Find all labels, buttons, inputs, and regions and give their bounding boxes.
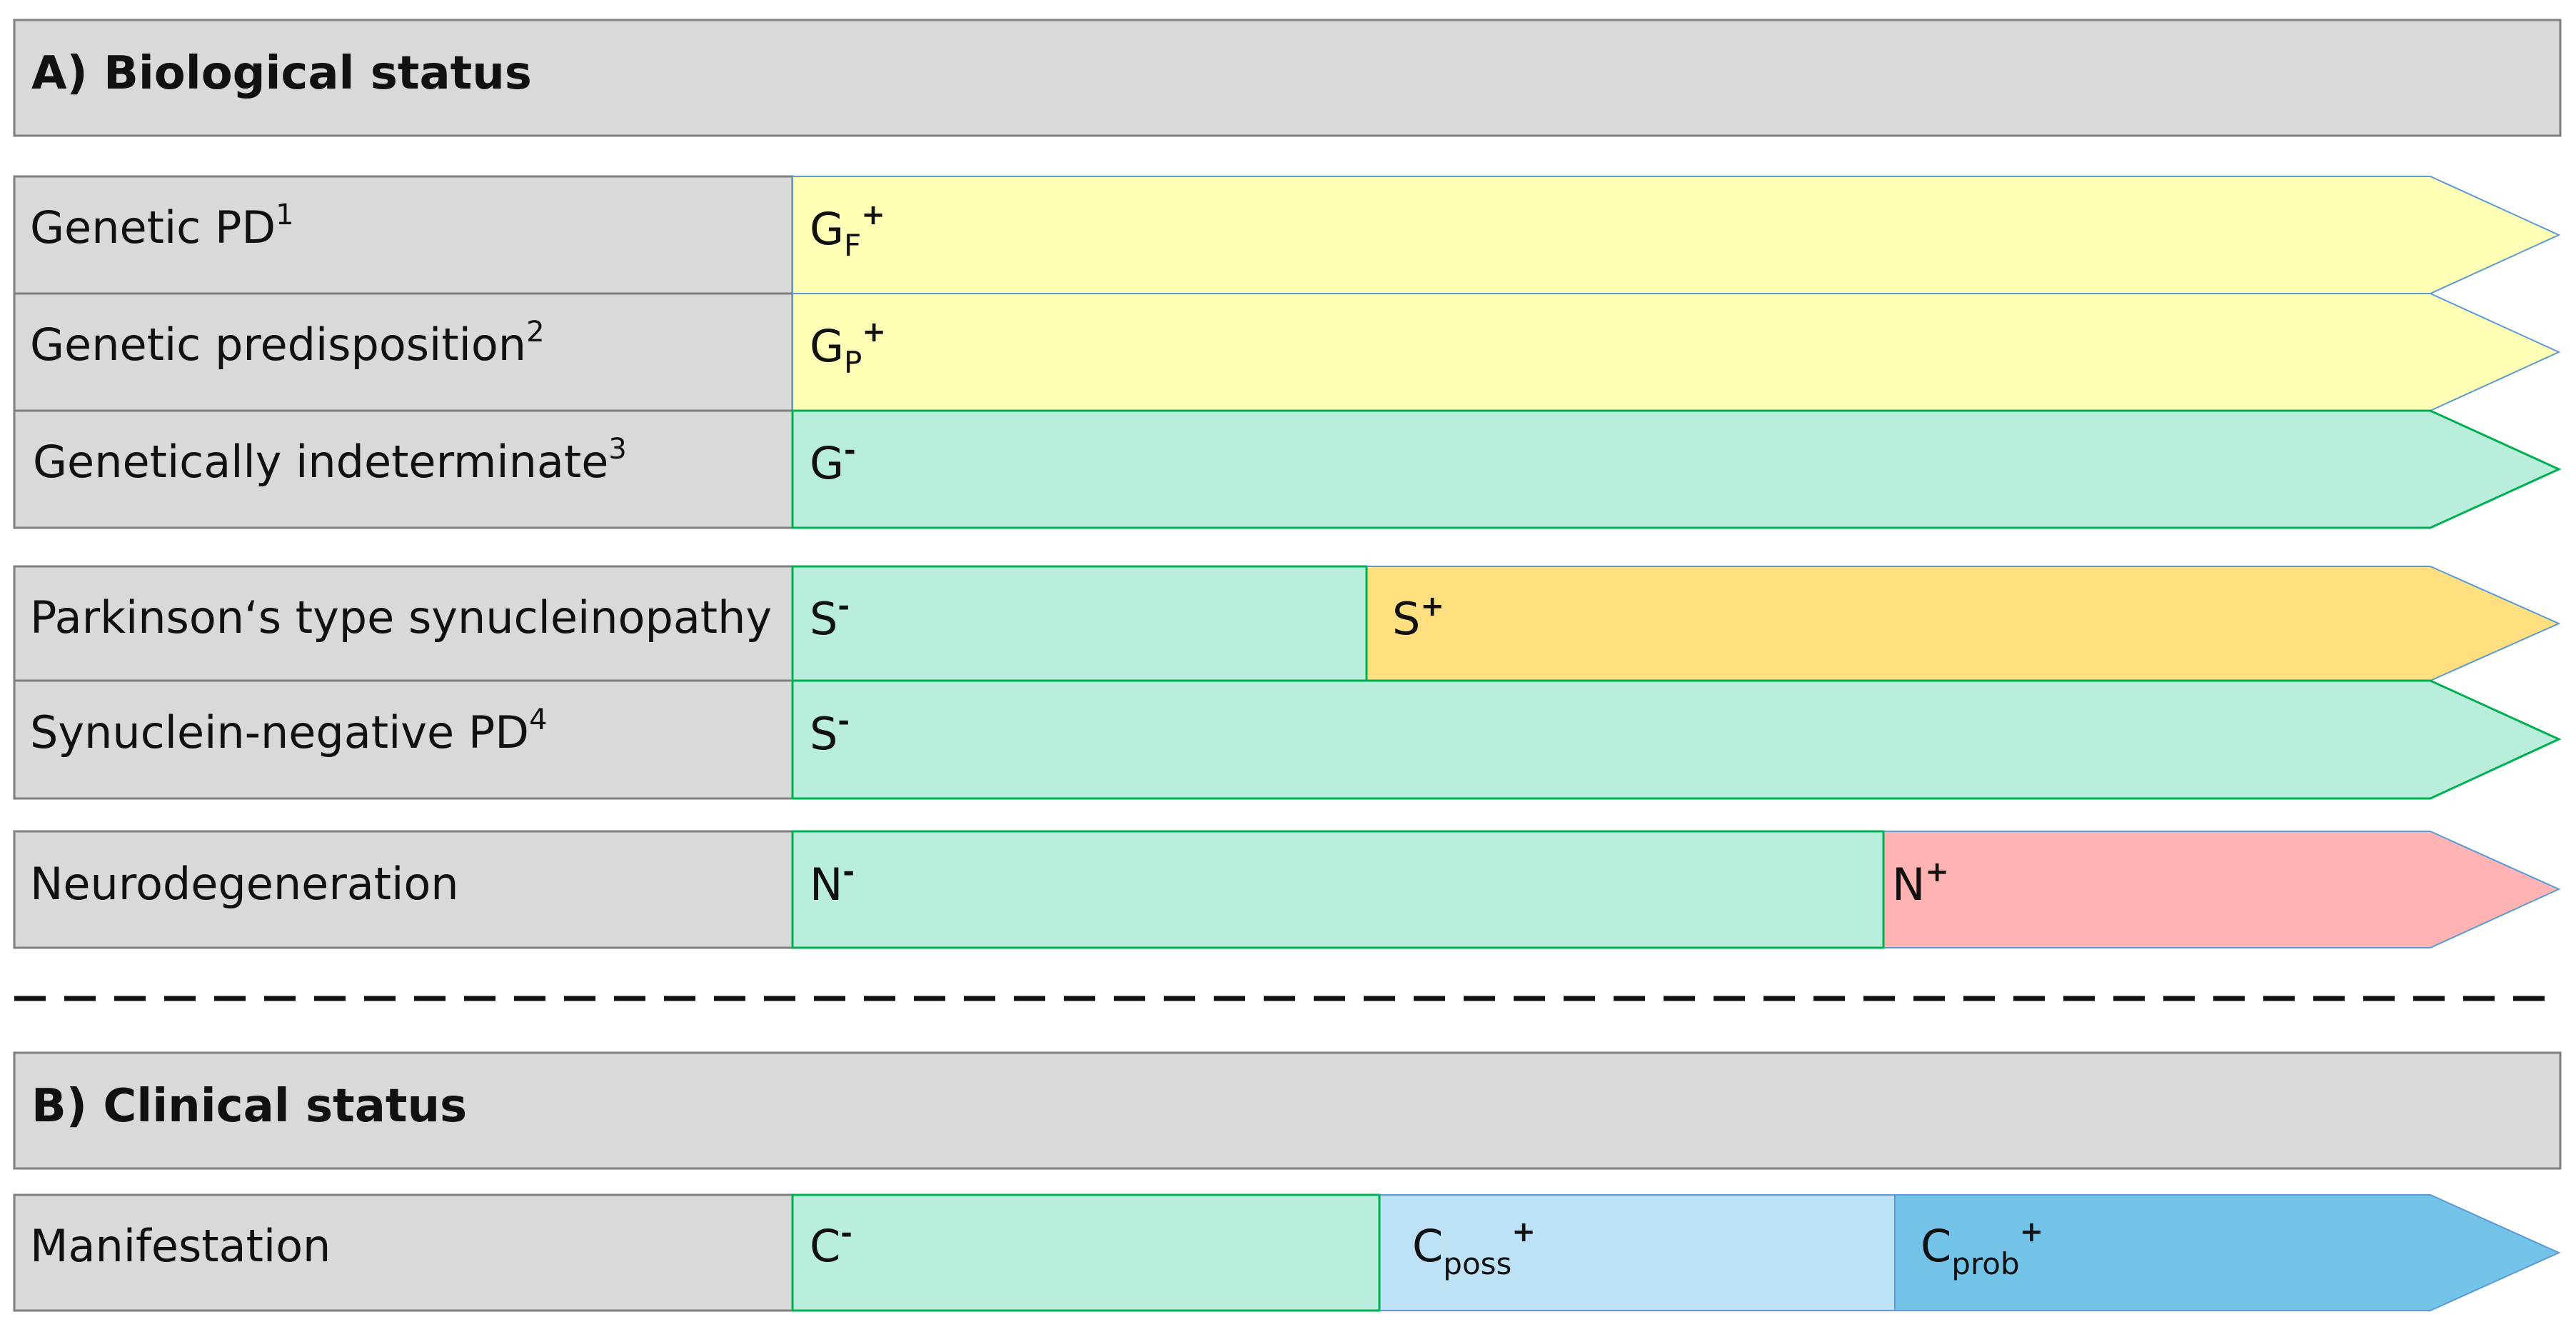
- segment-labels: GF+ GP+ G- S- S+ S- N- N+ C- Cposs+ Cpro…: [810, 199, 2043, 1281]
- segment-label-s-minus-synucleinopathy: S-: [810, 590, 850, 645]
- segment-label-gp-plus: GP+: [810, 316, 886, 380]
- arrow-neurodegeneration-n-plus: [1883, 831, 2561, 948]
- label-box-manifestation: [13, 1193, 794, 1312]
- arrow-genetic-predisposition-gp-plus: [792, 293, 2561, 411]
- segment-manifestation-c-poss: [1379, 1194, 1896, 1311]
- arrow-synucleinopathy-s-plus: [1366, 566, 2561, 681]
- arrow-genetically-indeterminate-g-minus: [791, 409, 2562, 529]
- segment-label-c-prob: Cprob+: [1921, 1216, 2043, 1281]
- segment-neurodegeneration-n-minus: [791, 830, 1885, 949]
- section-b-header-box: [13, 1051, 2562, 1170]
- label-box-genetic-pd: [13, 175, 794, 295]
- label-box-genetically-indeterminate: [13, 409, 794, 529]
- segment-label-n-plus: N+: [1892, 856, 1949, 911]
- segment-manifestation-c-minus: [791, 1193, 1381, 1312]
- section-b-header: B) Clinical status: [13, 1051, 2562, 1170]
- label-genetically-indeterminate: Genetically indeterminate3: [33, 433, 627, 488]
- label-box-genetic-predisposition: [13, 292, 794, 412]
- segment-label-g-minus: G-: [810, 434, 856, 489]
- segment-label-gf-plus: GF+: [810, 199, 885, 263]
- segment-label-s-minus-negative: S-: [810, 705, 850, 760]
- label-parkinsons-synucleinopathy: Parkinson‘s type synucleinopathy: [30, 591, 772, 644]
- arrow-manifestation-c-prob: [1894, 1194, 2561, 1311]
- label-neurodegeneration: Neurodegeneration: [30, 858, 459, 910]
- label-genetic-predisposition: Genetic predisposition2: [30, 316, 545, 371]
- label-box-synuclein-negative-pd: [13, 679, 794, 800]
- row-arrows: [791, 176, 2562, 1312]
- label-box-neurodegeneration: [13, 830, 794, 949]
- row-labels: Genetic PD1 Genetic predisposition2 Gene…: [13, 175, 794, 1312]
- segment-label-c-poss: Cposs+: [1412, 1216, 1536, 1281]
- segment-label-n-minus: N-: [810, 856, 855, 911]
- section-a-header: A) Biological status: [13, 19, 2562, 137]
- label-synuclein-negative-pd: Synuclein-negative PD4: [30, 703, 547, 758]
- label-box-parkinsons-synucleinopathy: [13, 565, 794, 682]
- label-genetic-pd: Genetic PD1: [30, 199, 294, 254]
- segment-synucleinopathy-s-minus: [791, 565, 1368, 682]
- segment-label-s-plus: S+: [1392, 590, 1444, 645]
- arrow-genetic-pd-gf-plus: [792, 176, 2561, 294]
- segment-label-c-minus: C-: [810, 1217, 852, 1272]
- section-a-title: A) Biological status: [31, 47, 532, 100]
- section-a-header-box: [13, 19, 2562, 137]
- arrow-synuclein-negative-pd-s-minus: [791, 679, 2562, 800]
- label-manifestation: Manifestation: [30, 1220, 331, 1272]
- section-b-title: B) Clinical status: [31, 1080, 467, 1133]
